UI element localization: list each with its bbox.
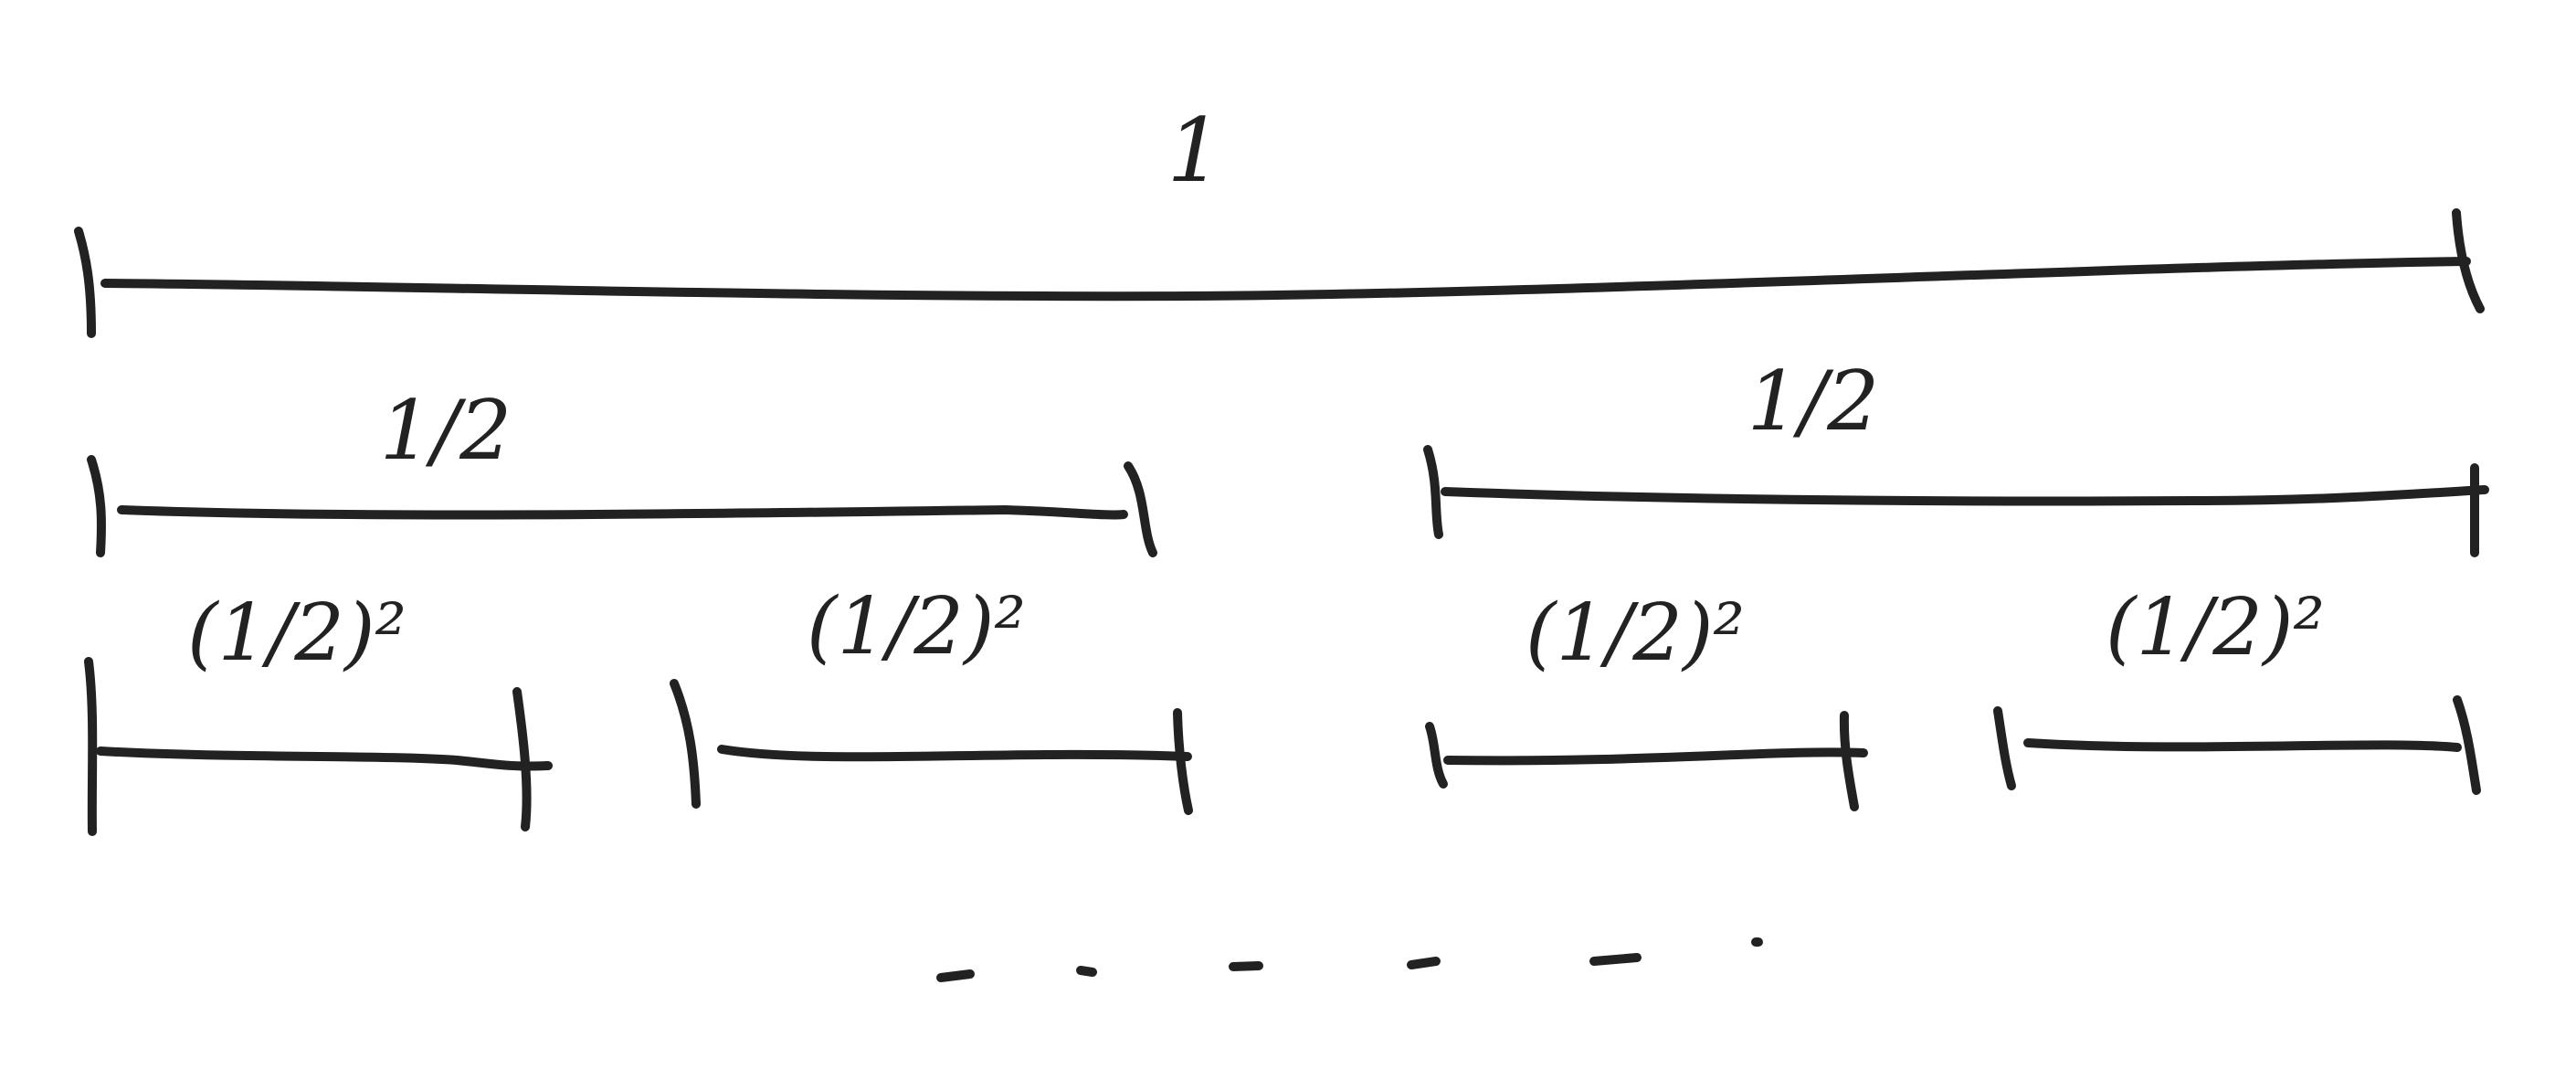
dash-3	[1229, 961, 1263, 971]
segment-half-left-right-tick	[1124, 461, 1157, 557]
continuation-dashes: · · · · · ·	[936, 937, 1763, 982]
segment-half-right: 1/2	[1423, 354, 2489, 557]
segment-whole: 1	[74, 100, 2485, 338]
segment-quarter-4-right-tick	[2453, 695, 2481, 795]
segment-quarter-4-line	[2023, 738, 2462, 752]
segment-quarter-1: (1/2)²	[84, 588, 553, 836]
segment-half-right-left-tick	[1423, 445, 1443, 539]
dash-5	[1589, 953, 1642, 966]
label-half-right: 1/2	[1747, 354, 1880, 450]
segment-quarter-4: (1/2)²	[1993, 582, 2481, 795]
dash-2	[1076, 966, 1097, 977]
segment-half-left: 1/2	[87, 383, 1157, 557]
label-whole: 1	[1167, 100, 1222, 202]
label-quarter-4: (1/2)²	[2106, 582, 2325, 673]
segment-whole-right-tick	[2452, 208, 2485, 313]
segment-quarter-1-line	[96, 746, 553, 771]
segment-quarter-2-left-tick	[670, 679, 701, 809]
segment-quarter-1-left-tick	[84, 657, 98, 836]
segment-quarter-3-line	[1443, 747, 1868, 766]
segment-quarter-3-right-tick	[1839, 711, 1859, 811]
dash-4	[1407, 957, 1441, 969]
segment-quarter-4-left-tick	[1993, 706, 2016, 790]
label-quarter-2: (1/2)²	[807, 581, 1026, 672]
segment-quarter-3: (1/2)²	[1425, 588, 1868, 811]
segment-half-left-left-tick	[87, 455, 106, 557]
segment-quarter-2-right-tick	[1173, 708, 1193, 815]
label-half-left: 1/2	[380, 383, 512, 479]
label-quarter-3: (1/2)²	[1526, 588, 1745, 679]
segment-half-left-line	[117, 505, 1128, 520]
segment-whole-left-tick	[74, 227, 96, 338]
segment-whole-line	[100, 257, 2471, 302]
segment-half-right-line	[1441, 485, 2489, 506]
segment-quarter-2-line	[717, 745, 1192, 762]
segment-quarter-2: (1/2)²	[670, 581, 1193, 815]
segment-quarter-3-left-tick	[1425, 722, 1448, 789]
segment-quarter-1-right-tick	[512, 687, 532, 831]
dash-1	[936, 969, 975, 982]
label-quarter-1: (1/2)²	[187, 588, 406, 679]
